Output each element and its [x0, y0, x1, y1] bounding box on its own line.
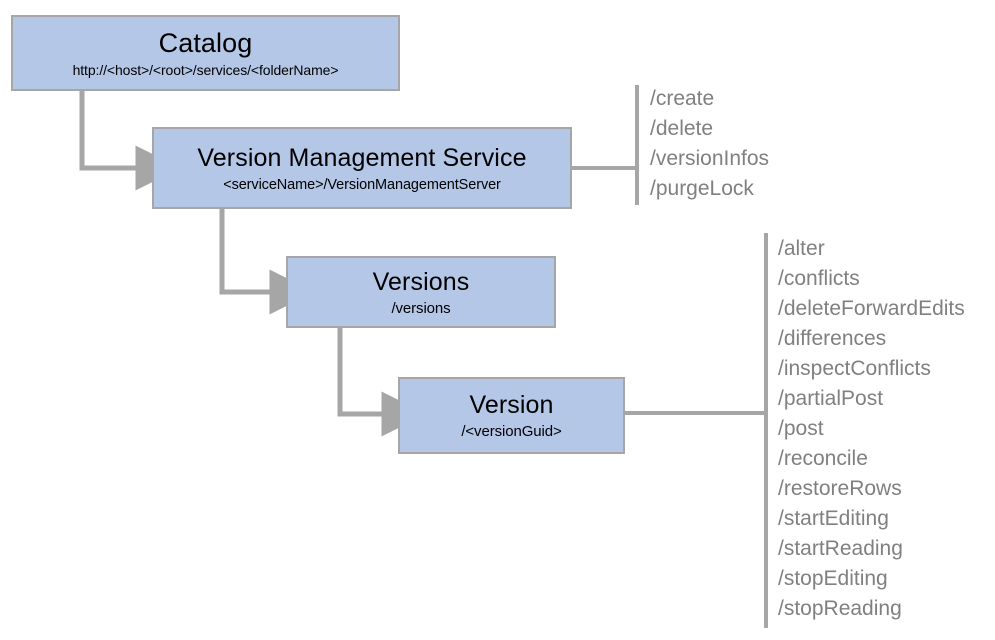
endpoint-list-version-operations: /alter/conflicts/deleteForwardEdits/diff…: [778, 234, 965, 624]
node-version-management-service-subtitle: <serviceName>/VersionManagementServer: [223, 176, 501, 193]
endpoint-purgeLock[interactable]: /purgeLock: [650, 177, 754, 200]
node-version[interactable]: Version /<versionGuid>: [398, 377, 625, 454]
endpoint-versionInfos[interactable]: /versionInfos: [650, 147, 770, 170]
endpoint-deleteForwardEdits[interactable]: /deleteForwardEdits: [778, 297, 965, 320]
node-catalog-subtitle: http://<host>/<root>/services/<folderNam…: [72, 61, 339, 78]
node-versions-title: Versions: [372, 267, 470, 296]
endpoint-partialPost[interactable]: /partialPost: [778, 387, 884, 410]
endpoint-inspectConflicts[interactable]: /inspectConflicts: [778, 357, 931, 380]
endpoint-restoreRows[interactable]: /restoreRows: [778, 477, 902, 500]
connector-service-to-service-operations: [572, 85, 639, 205]
endpoint-differences[interactable]: /differences: [778, 327, 887, 350]
endpoint-reconcile[interactable]: /reconcile: [778, 447, 868, 470]
node-versions[interactable]: Versions /versions: [286, 256, 556, 328]
endpoint-delete[interactable]: /delete: [650, 117, 714, 140]
endpoint-create[interactable]: /create: [650, 87, 715, 110]
connector-version-to-version-operations: [625, 233, 768, 628]
connector-versions-to-version: [337, 328, 427, 437]
endpoint-stopReading[interactable]: /stopReading: [778, 597, 902, 620]
node-version-subtitle: /<versionGuid>: [461, 423, 562, 440]
node-version-management-service-title: Version Management Service: [197, 143, 527, 172]
endpoint-list-service-operations: /create/delete/versionInfos/purgeLock: [650, 84, 769, 204]
node-version-management-service[interactable]: Version Management Service <serviceName>…: [152, 127, 572, 209]
node-catalog-title: Catalog: [158, 27, 253, 58]
endpoint-alter[interactable]: /alter: [778, 237, 825, 260]
node-catalog[interactable]: Catalog http://<host>/<root>/services/<f…: [11, 15, 400, 91]
connector-service-to-versions: [219, 209, 315, 315]
connector-catalog-to-service: [79, 91, 181, 191]
endpoint-post[interactable]: /post: [778, 417, 824, 440]
node-version-title: Version: [469, 391, 554, 419]
endpoint-stopEditing[interactable]: /stopEditing: [778, 567, 888, 590]
endpoint-startReading[interactable]: /startReading: [778, 537, 903, 560]
endpoint-startEditing[interactable]: /startEditing: [778, 507, 889, 530]
node-versions-subtitle: /versions: [391, 299, 451, 317]
endpoint-conflicts[interactable]: /conflicts: [778, 267, 860, 290]
